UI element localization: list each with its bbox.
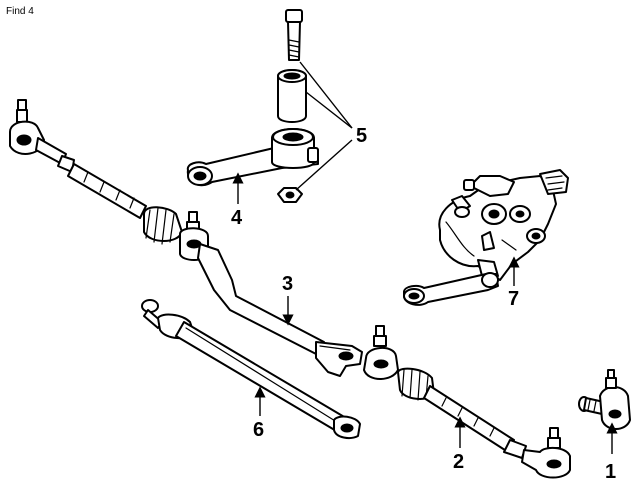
callout-4: 4 <box>231 207 243 229</box>
idler-arm-part[interactable] <box>186 128 319 187</box>
right-outer-tie-rod-end[interactable] <box>521 427 571 479</box>
callout-leaders <box>232 61 618 454</box>
nut-part[interactable] <box>277 187 303 203</box>
callout-7: 7 <box>508 288 519 310</box>
callout-6: 6 <box>253 419 264 441</box>
callout-1: 1 <box>605 461 616 483</box>
center-link-part[interactable] <box>197 243 363 377</box>
right-inner-tie-rod-end[interactable] <box>363 325 399 380</box>
find-label: Find 4 <box>6 6 34 17</box>
left-tie-rod-end[interactable] <box>9 99 75 173</box>
bushing-part[interactable] <box>277 69 307 123</box>
callout-3: 3 <box>282 273 293 295</box>
right-adjusting-sleeve[interactable] <box>423 385 527 459</box>
pitman-arm-part[interactable] <box>403 272 499 306</box>
callout-5: 5 <box>356 125 367 147</box>
left-adjusting-sleeve[interactable] <box>67 163 147 219</box>
steering-gear-part[interactable] <box>438 169 569 281</box>
bolt-part[interactable] <box>285 9 303 61</box>
tie-rod-end-part[interactable] <box>578 369 631 430</box>
left-boot[interactable] <box>143 206 183 245</box>
steering-damper-part[interactable] <box>141 299 361 439</box>
callout-2: 2 <box>453 451 464 473</box>
